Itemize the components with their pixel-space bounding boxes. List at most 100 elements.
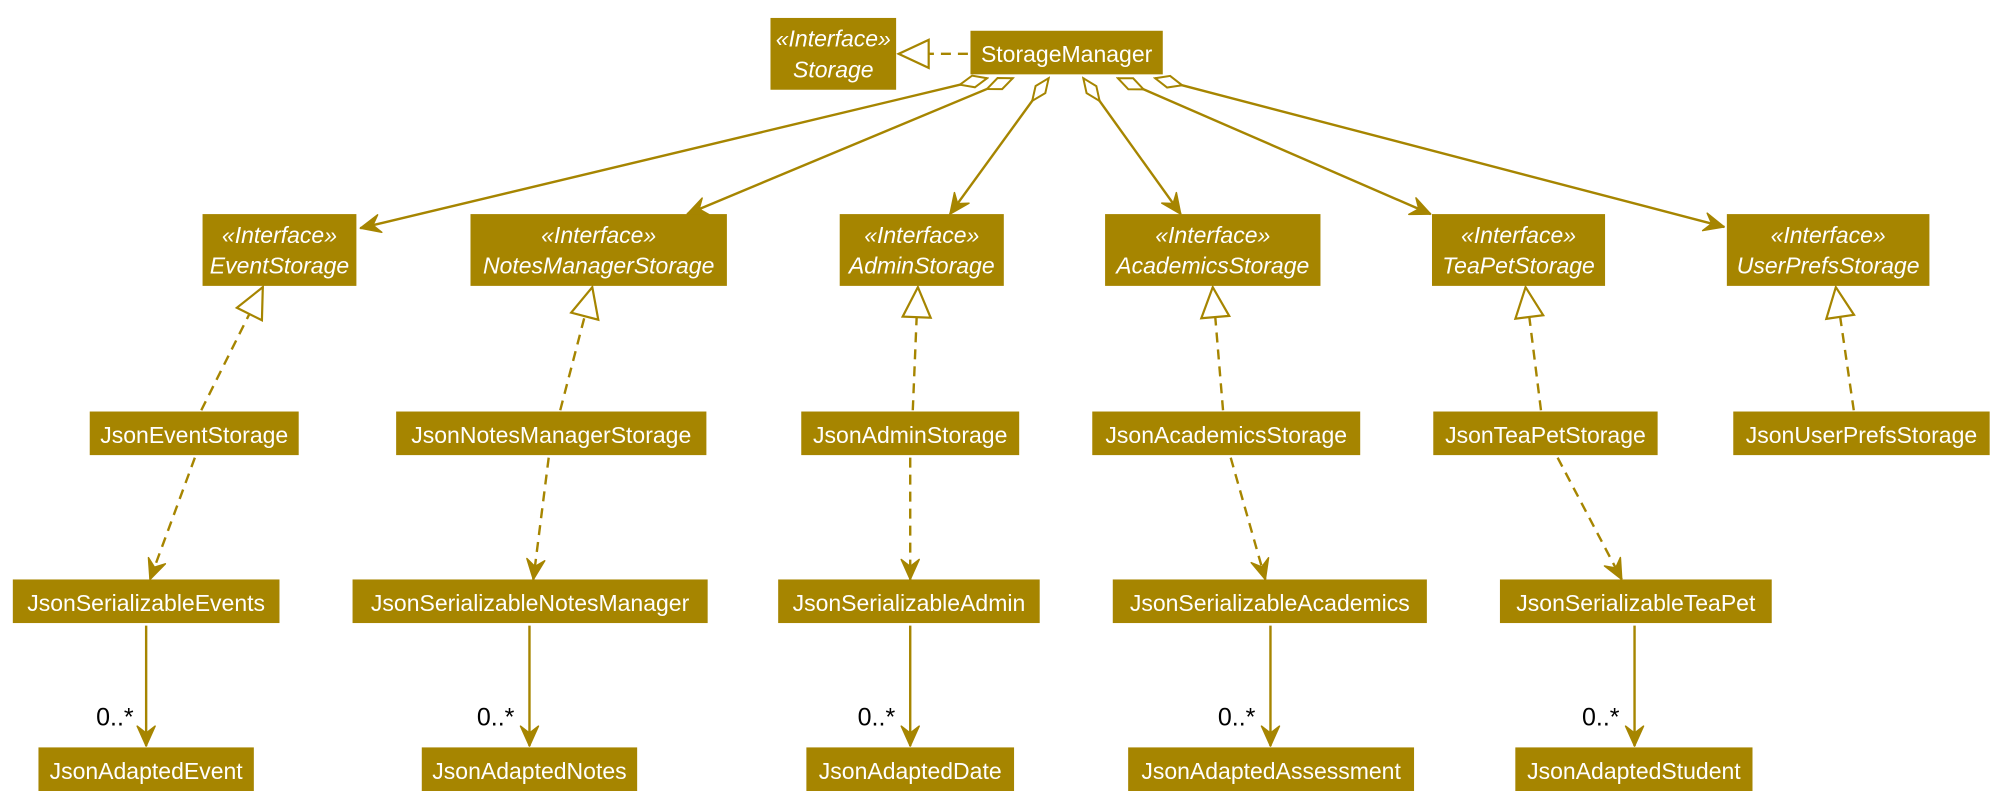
notes-manager-storage-stereotype: «Interface» [541, 222, 656, 248]
json-adapted-student-box-fill [1515, 747, 1753, 791]
json-adapted-assessment-name: JsonAdaptedAssessment [1141, 758, 1401, 784]
multiplicity-label: 0..* [477, 704, 515, 732]
user-prefs-storage-stereotype: «Interface» [1771, 222, 1886, 248]
admin-storage-stereotype: «Interface» [864, 222, 979, 248]
json-admin-storage-box-fill [801, 411, 1020, 456]
event-storage-stereotype: «Interface» [222, 222, 337, 248]
storage-box-fill [770, 17, 897, 90]
notes-manager-storage-name: NotesManagerStorage [483, 253, 714, 279]
json-serializable-tea-pet-name: JsonSerializableTeaPet [1516, 590, 1756, 616]
json-notes-manager-storage-class-box: JsonNotesManagerStorage [396, 411, 707, 456]
academics-storage-name: AcademicsStorage [1114, 253, 1309, 279]
json-tea-pet-storage-box-fill [1433, 411, 1658, 456]
admin-storage-box-fill [839, 214, 1004, 286]
json-serializable-events-box-fill [12, 579, 280, 624]
json-admin-storage-to-admin-storage-realization-edge [913, 287, 918, 411]
json-academics-storage-box-fill [1092, 411, 1361, 456]
notes-manager-storage-interface-box: «Interface» NotesManagerStorage [470, 214, 727, 286]
admin-storage-name: AdminStorage [847, 253, 995, 279]
json-tea-pet-storage-class-box: JsonTeaPetStorage [1433, 411, 1658, 456]
json-serializable-events-class-box: JsonSerializableEvents [12, 579, 280, 624]
multiplicity-label: 0..* [96, 704, 134, 732]
json-serializable-academics-name: JsonSerializableAcademics [1130, 590, 1410, 616]
json-user-prefs-storage-to-user-prefs-storage-realization-edge [1836, 287, 1854, 411]
json-serializable-admin-name: JsonSerializableAdmin [793, 590, 1026, 616]
user-prefs-storage-box-fill [1726, 214, 1930, 286]
json-adapted-event-name: JsonAdaptedEvent [50, 758, 244, 784]
json-serializable-tea-pet-class-box: JsonSerializableTeaPet [1499, 579, 1772, 624]
user-prefs-storage-interface-box: «Interface» UserPrefsStorage [1726, 214, 1930, 286]
json-adapted-date-name: JsonAdaptedDate [819, 758, 1002, 784]
json-notes-manager-storage-box-fill [396, 411, 707, 456]
admin-storage-interface-box: «Interface» AdminStorage [839, 214, 1004, 286]
json-serializable-academics-class-box: JsonSerializableAcademics [1112, 579, 1427, 624]
storage-manager-class-box: StorageManager [970, 30, 1163, 75]
json-event-storage-box-fill [89, 411, 299, 456]
edges-layer [136, 54, 1854, 747]
json-adapted-assessment-box-fill [1128, 747, 1415, 791]
json-adapted-notes-class-box: JsonAdaptedNotes [421, 747, 638, 791]
user-prefs-storage-name: UserPrefsStorage [1737, 253, 1920, 279]
event-storage-name: EventStorage [210, 253, 349, 279]
json-admin-storage-class-box: JsonAdminStorage [801, 411, 1020, 456]
json-tea-pet-storage-name: JsonTeaPetStorage [1445, 422, 1646, 448]
json-academics-storage-to-json-serializable-academics-dependency-edge [1229, 457, 1270, 581]
tea-pet-storage-stereotype: «Interface» [1461, 222, 1576, 248]
json-adapted-student-class-box: JsonAdaptedStudent [1515, 747, 1753, 791]
json-adapted-date-class-box: JsonAdaptedDate [806, 747, 1015, 791]
json-adapted-date-box-fill [806, 747, 1015, 791]
academics-storage-box-fill [1105, 214, 1321, 286]
json-academics-storage-to-academics-storage-realization-edge [1213, 287, 1223, 411]
storage-manager-to-user-prefs-storage-aggregation-edge [1155, 78, 1724, 227]
json-serializable-notes-manager-box-fill [352, 579, 708, 624]
storage-stereotype: «Interface» [776, 26, 891, 52]
storage-manager-name: StorageManager [981, 41, 1153, 67]
json-admin-storage-name: JsonAdminStorage [813, 422, 1007, 448]
academics-storage-interface-box: «Interface» AcademicsStorage [1105, 214, 1321, 286]
json-adapted-notes-name: JsonAdaptedNotes [432, 758, 626, 784]
json-event-storage-to-event-storage-realization-edge [200, 287, 263, 411]
storage-interface-box: «Interface» Storage [770, 17, 897, 90]
storage-name: Storage [793, 57, 874, 83]
json-user-prefs-storage-box-fill [1733, 411, 1990, 456]
labels-layer: 0..* 0..* 0..* 0..* 0..* [96, 704, 1620, 732]
event-storage-interface-box: «Interface» EventStorage [202, 214, 357, 286]
json-tea-pet-storage-to-tea-pet-storage-realization-edge [1526, 287, 1541, 411]
json-user-prefs-storage-name: JsonUserPrefsStorage [1746, 422, 1977, 448]
json-adapted-event-box-fill [38, 747, 254, 791]
multiplicity-label: 0..* [1218, 704, 1256, 732]
json-serializable-notes-manager-name: JsonSerializableNotesManager [371, 590, 690, 616]
json-user-prefs-storage-class-box: JsonUserPrefsStorage [1733, 411, 1990, 456]
json-adapted-assessment-class-box: JsonAdaptedAssessment [1128, 747, 1415, 791]
storage-manager-box-fill [970, 30, 1163, 75]
nodes-layer: «Interface» Storage StorageManager «Interfa… [12, 17, 1990, 791]
json-serializable-notes-manager-class-box: JsonSerializableNotesManager [352, 579, 708, 624]
json-adapted-notes-box-fill [421, 747, 638, 791]
json-serializable-admin-box-fill [778, 579, 1040, 624]
json-notes-manager-storage-to-json-serializable-notes-manager-dependency-edge [526, 457, 550, 581]
json-academics-storage-name: JsonAcademicsStorage [1105, 422, 1347, 448]
json-serializable-tea-pet-box-fill [1499, 579, 1772, 624]
json-serializable-admin-class-box: JsonSerializableAdmin [778, 579, 1040, 624]
tea-pet-storage-interface-box: «Interface» TeaPetStorage [1431, 214, 1606, 286]
notes-manager-storage-box-fill [470, 214, 727, 286]
json-notes-manager-storage-name: JsonNotesManagerStorage [411, 422, 691, 448]
storage-manager-to-admin-storage-aggregation-edge [948, 78, 1049, 214]
json-notes-manager-storage-to-notes-manager-storage-realization-edge [559, 287, 592, 411]
multiplicity-label: 0..* [1582, 704, 1620, 732]
tea-pet-storage-name: TeaPetStorage [1442, 253, 1595, 279]
json-event-storage-class-box: JsonEventStorage [89, 411, 299, 456]
json-adapted-student-name: JsonAdaptedStudent [1527, 758, 1741, 784]
storage-manager-to-event-storage-aggregation-edge [360, 78, 987, 228]
event-storage-box-fill [202, 214, 357, 286]
json-event-storage-to-json-serializable-events-dependency-edge [147, 457, 196, 581]
json-serializable-events-name: JsonSerializableEvents [27, 590, 265, 616]
json-tea-pet-storage-to-json-serializable-tea-pet-dependency-edge [1556, 457, 1623, 581]
json-serializable-academics-box-fill [1112, 579, 1427, 624]
academics-storage-stereotype: «Interface» [1155, 222, 1270, 248]
json-event-storage-name: JsonEventStorage [100, 422, 288, 448]
json-academics-storage-class-box: JsonAcademicsStorage [1092, 411, 1361, 456]
tea-pet-storage-box-fill [1431, 214, 1606, 286]
multiplicity-label: 0..* [858, 704, 896, 732]
